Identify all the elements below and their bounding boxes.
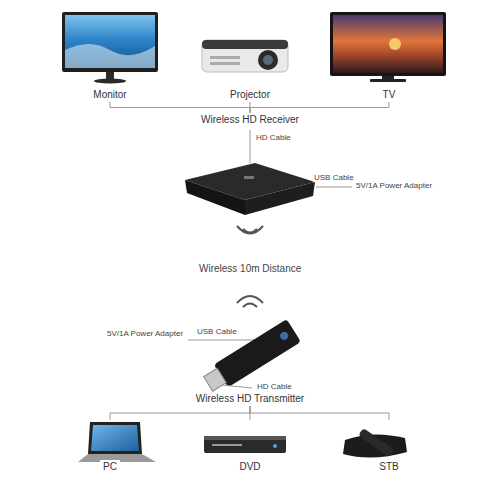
tv-picture: [330, 12, 446, 82]
tv-screen: [333, 15, 443, 73]
device-label: DVD: [236, 460, 263, 474]
monitor-screen: [65, 15, 155, 68]
device-node: PC: [55, 420, 165, 474]
device-label: TV: [380, 88, 399, 102]
wireless-signal: [237, 296, 263, 307]
device-label: STB: [376, 460, 401, 474]
dongle-led: [279, 330, 290, 341]
projector-glass: [263, 55, 273, 65]
device-label: Wireless HD Receiver: [198, 113, 302, 127]
device-node: DVD: [195, 420, 305, 474]
tv-base: [370, 79, 406, 82]
dvd-body: [204, 436, 286, 453]
device-node: Wireless HD Transmitter: [160, 316, 340, 406]
dvd-picture: [204, 436, 286, 453]
bracket-connector: [110, 406, 250, 420]
bracket-connector: [250, 406, 389, 420]
dvd-slot: [212, 444, 242, 446]
receiver-left-face: [185, 180, 245, 215]
monitor-base: [94, 79, 126, 84]
cable-label: HD Cable: [255, 133, 292, 142]
hdmi-plug: [204, 368, 227, 391]
device-label: Monitor: [90, 88, 129, 102]
projector-body: [202, 40, 288, 72]
monitor-frame: [62, 12, 158, 72]
hd-cable-line: [222, 385, 252, 388]
usb-cable-line: [316, 187, 352, 188]
receiver-picture: [185, 163, 315, 215]
projector-top: [202, 40, 288, 49]
receiver-right-face: [245, 182, 315, 215]
signal-arc: [243, 304, 257, 308]
device-label: PC: [100, 460, 120, 474]
cable-label: 5V/1A Power Adapter: [355, 181, 433, 190]
stb-remote: [358, 428, 394, 457]
cable-label: HD Cable: [256, 382, 293, 391]
projector-picture: [202, 40, 288, 72]
pc-picture: [78, 422, 156, 462]
dvd-top: [204, 436, 286, 440]
device-node: TV: [330, 6, 448, 102]
tv-neck: [382, 76, 394, 79]
wireless-signal: [237, 226, 263, 234]
signal-arc: [237, 296, 263, 303]
projector-vent: [210, 56, 240, 59]
cable-label: Wireless 10m Distance: [198, 263, 302, 275]
cable-label: 5V/1A Power Adapter: [106, 329, 184, 338]
projector-vent: [210, 62, 240, 65]
receiver-logo: [244, 176, 254, 179]
device-node: Monitor: [55, 6, 165, 102]
device-node: STB: [330, 420, 448, 474]
bracket-connector: [110, 102, 250, 113]
tv-frame: [330, 12, 446, 76]
projector-lens: [258, 50, 278, 70]
device-label: Wireless HD Transmitter: [193, 392, 307, 406]
usb-cable-line: [188, 340, 262, 341]
device-label: Projector: [227, 88, 273, 102]
dvd-light: [273, 444, 277, 448]
device-node: Projector: [195, 6, 305, 102]
cable-label: USB Cable: [313, 173, 355, 182]
monitor-wave: [65, 44, 155, 68]
device-node: Wireless HD Receiver: [165, 113, 335, 219]
tv-sun: [389, 38, 401, 50]
laptop-lid: [88, 422, 142, 454]
bracket-connector: [250, 102, 389, 113]
laptop-screen: [91, 425, 139, 451]
signal-arc: [237, 226, 263, 234]
hd-cable-line: [250, 130, 251, 163]
cable-label: USB Cable: [196, 327, 238, 336]
monitor-picture: [62, 12, 158, 84]
stb-picture: [343, 428, 407, 458]
